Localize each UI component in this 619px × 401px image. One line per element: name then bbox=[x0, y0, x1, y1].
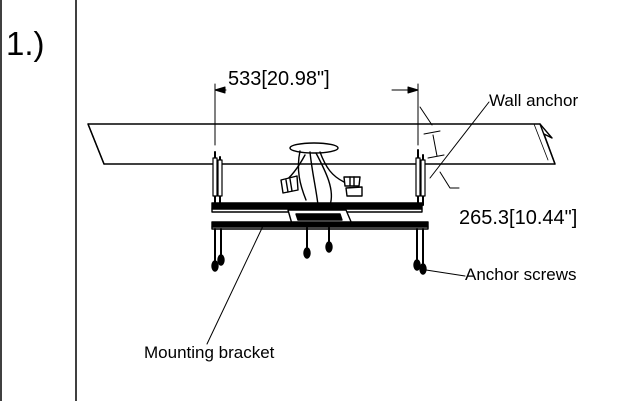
wire-connectors bbox=[280, 175, 363, 197]
width-dimension-label: 533[20.98"] bbox=[228, 68, 330, 90]
step-number: 1.) bbox=[6, 25, 45, 62]
ceiling-panel bbox=[87, 123, 556, 165]
wall-anchor-leader bbox=[429, 101, 490, 179]
mounting-bracket-leader bbox=[206, 225, 264, 345]
height-dimension-label: 265.3[10.44"] bbox=[459, 207, 578, 229]
center-screws bbox=[303, 227, 333, 259]
width-dimension-line bbox=[214, 83, 419, 146]
junction-plate bbox=[287, 209, 353, 225]
wall-anchor-label: Wall anchor bbox=[489, 91, 579, 110]
height-dimension-line bbox=[419, 106, 460, 189]
anchor-screws-label: Anchor screws bbox=[465, 265, 577, 284]
right-anchor-screws bbox=[413, 149, 427, 275]
left-anchor-screws bbox=[211, 151, 225, 272]
anchor-screws-leader bbox=[425, 269, 466, 277]
mounting-bracket-label: Mounting bracket bbox=[144, 343, 275, 362]
mounting-bracket-lower bbox=[211, 221, 429, 230]
